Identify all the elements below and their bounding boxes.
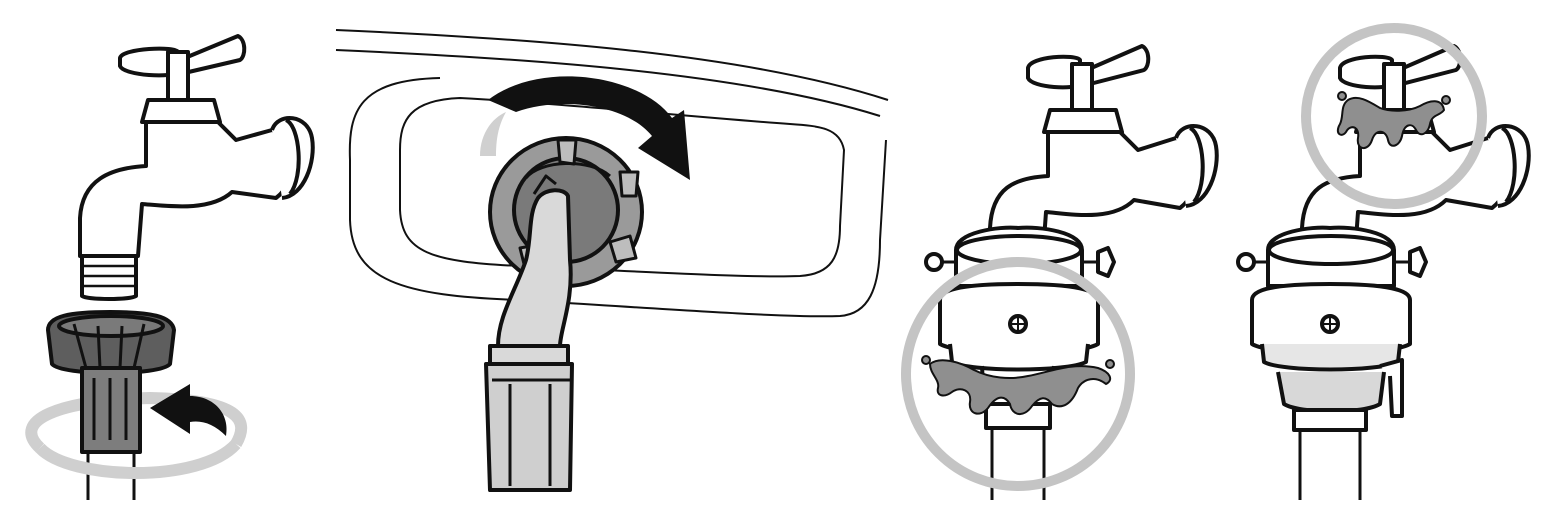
grey-rotation-arrow-tail	[480, 112, 506, 156]
clockwise-rotation-arrow-icon	[488, 76, 690, 180]
hose-connector-icon	[46, 310, 176, 500]
water-leak-icon	[921, 355, 1115, 415]
step-4-check-tap-leak-panel	[1230, 0, 1554, 523]
step-3-check-coupling-leak-panel	[900, 0, 1230, 523]
step-3-illustration	[901, 44, 1219, 500]
machine-rear-panel	[335, 29, 889, 318]
step-4-illustration	[1236, 23, 1531, 500]
water-tap-icon	[78, 34, 315, 301]
step-2-tighten-hose-nut-panel	[320, 0, 900, 523]
step-1-illustration	[25, 34, 315, 500]
step-2-illustration	[335, 29, 889, 492]
leak-highlight-ring-icon	[901, 257, 1135, 491]
water-leak-icon	[1336, 91, 1451, 149]
step-1-screw-connector-panel	[0, 0, 320, 523]
tap-adapter-icon	[1236, 225, 1428, 500]
inlet-hose-icon	[484, 174, 574, 492]
leak-highlight-ring-icon	[1301, 23, 1487, 209]
turn-direction-arrow-icon	[150, 384, 227, 436]
rotation-ring-back	[25, 391, 248, 453]
rotation-ring-front	[35, 439, 241, 479]
